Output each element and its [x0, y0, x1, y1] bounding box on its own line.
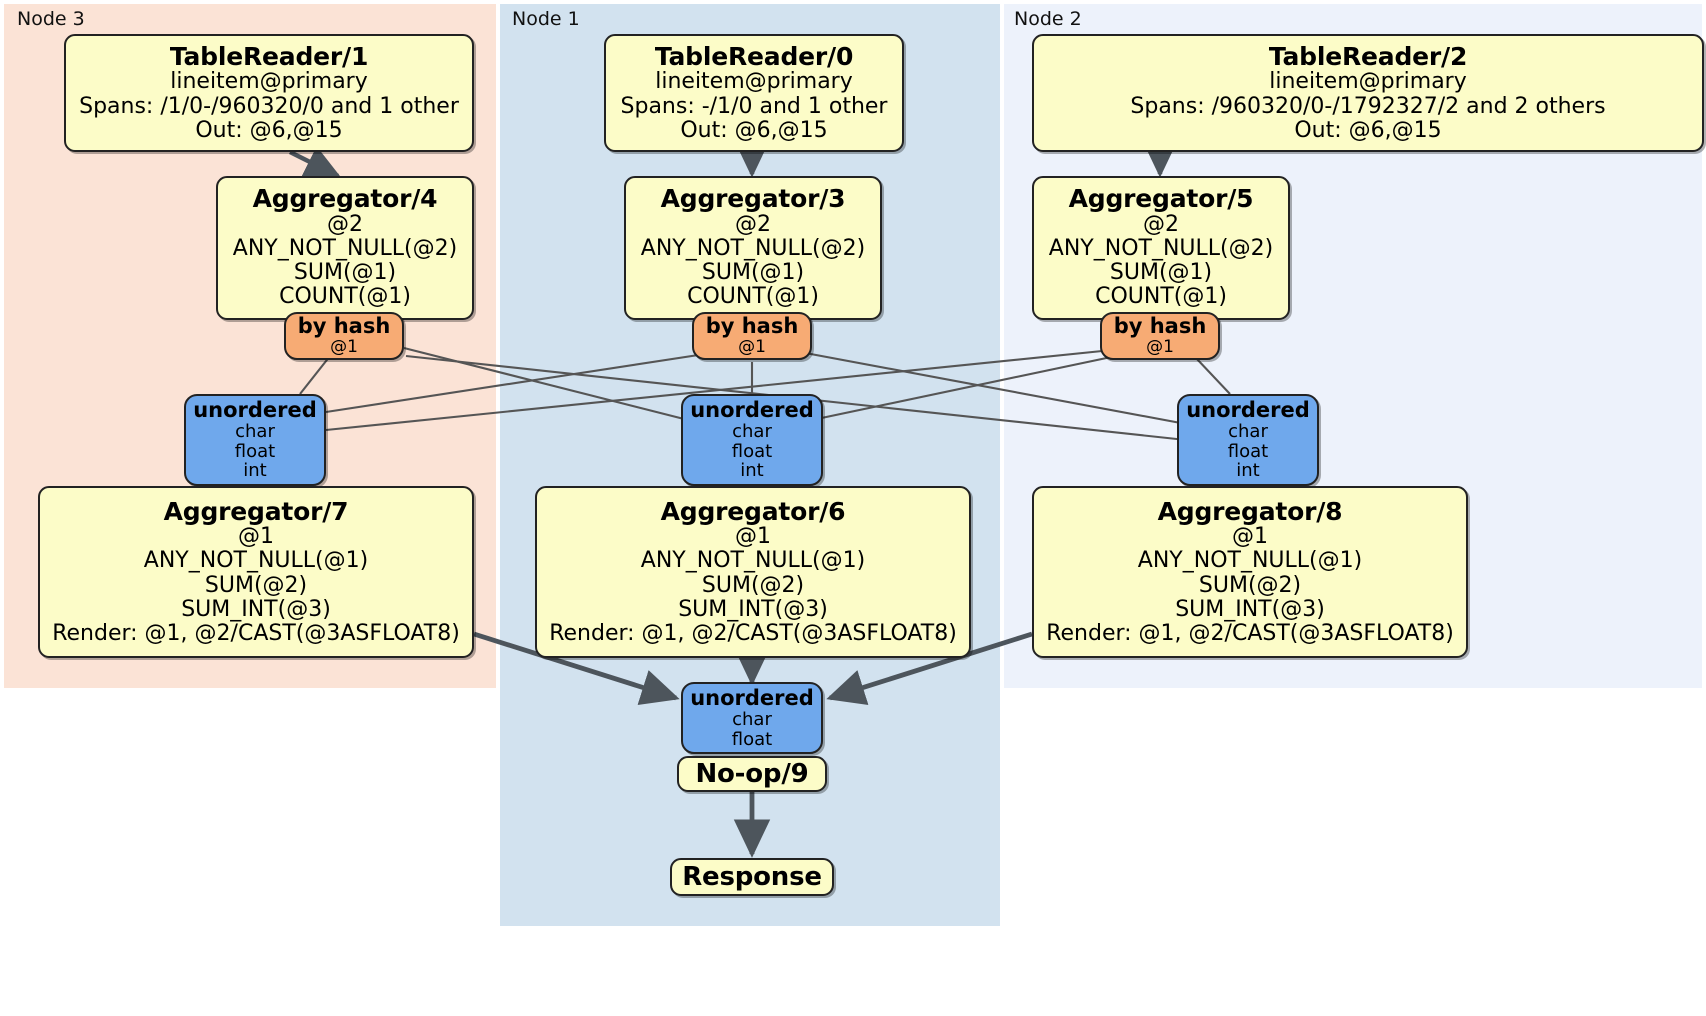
- processor-detail-out: Out: @6,@15: [1294, 117, 1442, 143]
- processor-detail-agg-2: SUM(@2): [204, 572, 308, 598]
- processor-title: Aggregator/3: [660, 184, 846, 213]
- router-title: by hash: [297, 314, 391, 339]
- processor-detail-agg-3: SUM_INT(@3): [1175, 596, 1325, 622]
- processor-detail-agg-1: ANY_NOT_NULL(@2): [1048, 235, 1274, 261]
- processor-detail-out: Out: @6,@15: [680, 117, 828, 143]
- synchronizer-title: unordered: [193, 397, 317, 422]
- processor-detail-agg-1: ANY_NOT_NULL(@1): [1137, 548, 1363, 574]
- processor-detail-groupcols: @1: [735, 524, 771, 550]
- processor-title: Response: [682, 861, 822, 892]
- processor-detail-agg-2: SUM(@2): [1198, 572, 1302, 598]
- processor-title: No-op/9: [695, 758, 809, 789]
- router-by-hash-left[interactable]: by hash @1: [284, 312, 404, 360]
- router-by-hash-right[interactable]: by hash @1: [1100, 312, 1220, 360]
- processor-title: TableReader/0: [654, 41, 854, 71]
- synchronizer-type-int: int: [243, 460, 267, 482]
- synchronizer-type-char: char: [235, 420, 275, 442]
- processor-detail-render: Render: @1, @2/CAST(@3ASFLOAT8): [52, 621, 460, 647]
- processor-detail-agg-3: COUNT(@1): [279, 284, 411, 310]
- synchronizer-unordered-right[interactable]: unordered char float int: [1177, 394, 1319, 486]
- processor-title: Aggregator/5: [1068, 184, 1254, 213]
- processor-title: TableReader/2: [1268, 41, 1468, 71]
- processor-detail-groupcols: @2: [735, 211, 771, 237]
- synchronizer-type-char: char: [732, 420, 772, 442]
- processor-title: TableReader/1: [169, 41, 369, 71]
- processor-table-reader-2[interactable]: TableReader/2 lineitem@primary Spans: /9…: [1032, 34, 1704, 152]
- processor-detail-spans: Spans: /1/0-/960320/0 and 1 other: [79, 93, 459, 119]
- processor-detail-groupcols: @1: [238, 524, 274, 550]
- processor-aggregator-6[interactable]: Aggregator/6 @1 ANY_NOT_NULL(@1) SUM(@2)…: [535, 486, 971, 658]
- router-title: by hash: [1113, 314, 1207, 339]
- synchronizer-unordered-left[interactable]: unordered char float int: [184, 394, 326, 486]
- processor-detail-agg-1: ANY_NOT_NULL(@2): [640, 235, 866, 261]
- synchronizer-title: unordered: [690, 397, 814, 422]
- processor-title: Aggregator/6: [660, 496, 846, 526]
- processor-table-reader-0[interactable]: TableReader/0 lineitem@primary Spans: -/…: [604, 34, 904, 152]
- processor-detail-table: lineitem@primary: [1269, 69, 1467, 95]
- router-detail-cols: @1: [1146, 337, 1174, 358]
- processor-detail-agg-3: COUNT(@1): [1095, 284, 1227, 310]
- processor-aggregator-3[interactable]: Aggregator/3 @2 ANY_NOT_NULL(@2) SUM(@1)…: [624, 176, 882, 320]
- synchronizer-type-float: float: [234, 440, 276, 462]
- router-detail-cols: @1: [330, 337, 358, 358]
- processor-detail-agg-3: SUM_INT(@3): [181, 596, 331, 622]
- synchronizer-type-char: char: [1228, 420, 1268, 442]
- router-by-hash-middle[interactable]: by hash @1: [692, 312, 812, 360]
- processor-no-op-9[interactable]: No-op/9: [677, 756, 827, 792]
- processor-detail-render: Render: @1, @2/CAST(@3ASFLOAT8): [549, 621, 957, 647]
- processor-aggregator-7[interactable]: Aggregator/7 @1 ANY_NOT_NULL(@1) SUM(@2)…: [38, 486, 474, 658]
- panel-label-node-3: Node 3: [17, 8, 85, 30]
- synchronizer-unordered-middle[interactable]: unordered char float int: [681, 394, 823, 486]
- processor-detail-render: Render: @1, @2/CAST(@3ASFLOAT8): [1046, 621, 1454, 647]
- synchronizer-unordered-final[interactable]: unordered char float: [681, 682, 823, 754]
- processor-detail-groupcols: @2: [327, 211, 363, 237]
- processor-title: Aggregator/7: [163, 496, 349, 526]
- synchronizer-type-float: float: [1227, 440, 1269, 462]
- processor-detail-agg-1: ANY_NOT_NULL(@1): [143, 548, 369, 574]
- processor-detail-agg-2: SUM(@2): [701, 572, 805, 598]
- synchronizer-title: unordered: [690, 685, 814, 710]
- processor-detail-agg-3: COUNT(@1): [687, 284, 819, 310]
- processor-detail-table: lineitem@primary: [170, 69, 368, 95]
- synchronizer-title: unordered: [1186, 397, 1310, 422]
- processor-detail-spans: Spans: -/1/0 and 1 other: [620, 93, 888, 119]
- panel-label-node-1: Node 1: [512, 8, 580, 30]
- processor-detail-groupcols: @1: [1232, 524, 1268, 550]
- synchronizer-type-char: char: [732, 708, 772, 730]
- processor-detail-agg-1: ANY_NOT_NULL(@1): [640, 548, 866, 574]
- processor-detail-agg-2: SUM(@1): [1109, 259, 1213, 285]
- processor-aggregator-5[interactable]: Aggregator/5 @2 ANY_NOT_NULL(@2) SUM(@1)…: [1032, 176, 1290, 320]
- router-detail-cols: @1: [738, 337, 766, 358]
- processor-detail-out: Out: @6,@15: [195, 117, 343, 143]
- processor-detail-agg-2: SUM(@1): [701, 259, 805, 285]
- synchronizer-type-int: int: [740, 460, 764, 482]
- processor-table-reader-1[interactable]: TableReader/1 lineitem@primary Spans: /1…: [64, 34, 474, 152]
- synchronizer-type-int: int: [1236, 460, 1260, 482]
- processor-detail-agg-1: ANY_NOT_NULL(@2): [232, 235, 458, 261]
- synchronizer-type-float: float: [731, 440, 773, 462]
- processor-detail-table: lineitem@primary: [655, 69, 853, 95]
- panel-label-node-2: Node 2: [1014, 8, 1082, 30]
- processor-aggregator-4[interactable]: Aggregator/4 @2 ANY_NOT_NULL(@2) SUM(@1)…: [216, 176, 474, 320]
- processor-detail-agg-3: SUM_INT(@3): [678, 596, 828, 622]
- processor-detail-groupcols: @2: [1143, 211, 1179, 237]
- processor-response[interactable]: Response: [670, 858, 834, 896]
- synchronizer-type-float: float: [731, 728, 773, 750]
- processor-detail-agg-2: SUM(@1): [293, 259, 397, 285]
- router-title: by hash: [705, 314, 799, 339]
- processor-aggregator-8[interactable]: Aggregator/8 @1 ANY_NOT_NULL(@1) SUM(@2)…: [1032, 486, 1468, 658]
- processor-title: Aggregator/8: [1157, 496, 1343, 526]
- processor-detail-spans: Spans: /960320/0-/1792327/2 and 2 others: [1130, 93, 1606, 119]
- processor-title: Aggregator/4: [252, 184, 438, 213]
